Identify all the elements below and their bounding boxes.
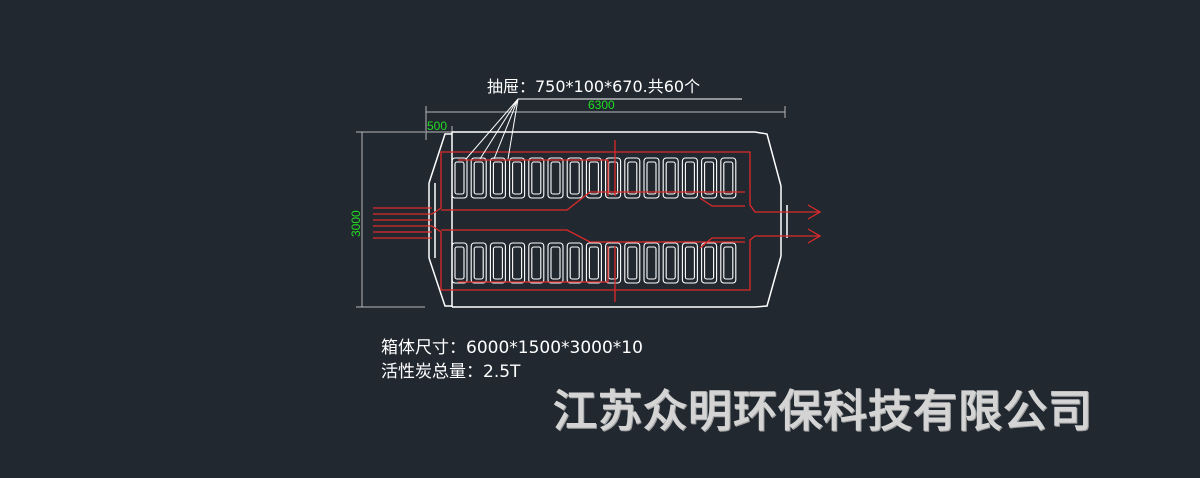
drawer-inner-bottom-6 — [550, 246, 561, 280]
drawer-bottom-13 — [681, 242, 698, 284]
drawer-top-7 — [566, 157, 583, 199]
drawer-inner-top-5 — [531, 161, 542, 195]
drawer-top-12 — [662, 157, 679, 199]
box-size-spec: 箱体尺寸：6000*1500*3000*10 — [381, 338, 643, 358]
drawer-inner-bottom-3 — [492, 246, 503, 280]
drawer-inner-top-10 — [627, 161, 638, 195]
drawer-inner-top-4 — [512, 161, 523, 195]
drawer-inner-bottom-11 — [646, 246, 657, 280]
drawer-bottom-8 — [585, 242, 602, 284]
drawer-inner-top-8 — [588, 161, 599, 195]
drawer-bottom-6 — [547, 242, 564, 284]
drawer-bottom-10 — [624, 242, 641, 284]
housing-outline — [428, 131, 788, 308]
drawer-top-13 — [681, 157, 698, 199]
inlet-length-dimension: 500 — [427, 119, 447, 133]
drawer-top-15 — [720, 157, 737, 199]
drawer-bottom-7 — [566, 242, 583, 284]
drawer-bottom-1 — [451, 242, 468, 284]
drawer-bottom-12 — [662, 242, 679, 284]
drawer-inner-top-14 — [704, 161, 715, 195]
drawer-inner-bottom-10 — [627, 246, 638, 280]
drawer-inner-top-12 — [665, 161, 676, 195]
drawer-top-3 — [489, 157, 506, 199]
drawer-bottom-3 — [489, 242, 506, 284]
drawer-inner-bottom-7 — [569, 246, 580, 280]
overall-length-dimension: 6300 — [588, 98, 615, 112]
drawer-inner-bottom-12 — [665, 246, 676, 280]
drawer-inner-bottom-2 — [473, 246, 484, 280]
drawer-inner-bottom-9 — [608, 246, 619, 280]
drawer-inner-top-9 — [608, 161, 619, 195]
drawer-bottom-5 — [528, 242, 545, 284]
drawer-top-10 — [624, 157, 641, 199]
drawer-bottom-9 — [605, 242, 622, 284]
drawer-grid — [451, 157, 737, 284]
drawer-inner-bottom-13 — [684, 246, 695, 280]
company-name: 江苏众明环保科技有限公司 — [553, 386, 1093, 437]
drawer-inner-top-3 — [492, 161, 503, 195]
callout-leaders — [465, 98, 742, 160]
drawer-inner-bottom-1 — [454, 246, 465, 280]
drawer-bottom-2 — [470, 242, 487, 284]
drawer-callout-label: 抽屉：750*100*670.共60个 — [487, 77, 700, 96]
carbon-total-spec: 活性炭总量：2.5T — [381, 362, 521, 382]
drawer-top-5 — [528, 157, 545, 199]
drawer-top-6 — [547, 157, 564, 199]
drawer-inner-top-11 — [646, 161, 657, 195]
drawer-inner-bottom-5 — [531, 246, 542, 280]
drawer-inner-bottom-4 — [512, 246, 523, 280]
drawer-bottom-15 — [720, 242, 737, 284]
drawer-inner-top-13 — [684, 161, 695, 195]
drawer-bottom-4 — [509, 242, 526, 284]
drawer-top-1 — [451, 157, 468, 199]
drawer-top-11 — [643, 157, 660, 199]
drawer-top-4 — [509, 157, 526, 199]
drawer-top-9 — [605, 157, 622, 199]
drawer-inner-top-1 — [454, 161, 465, 195]
drawer-top-2 — [470, 157, 487, 199]
height-dimension: 3000 — [349, 210, 363, 237]
drawer-inner-bottom-14 — [704, 246, 715, 280]
drawer-inner-top-7 — [569, 161, 580, 195]
dimension-lines — [356, 106, 786, 308]
drawer-inner-top-6 — [550, 161, 561, 195]
airflow-lines — [373, 140, 822, 302]
drawer-inner-bottom-15 — [723, 246, 734, 280]
drawer-inner-top-2 — [473, 161, 484, 195]
drawer-inner-top-15 — [723, 161, 734, 195]
drawer-top-8 — [585, 157, 602, 199]
drawer-inner-bottom-8 — [588, 246, 599, 280]
drawer-bottom-14 — [701, 242, 718, 284]
drawer-bottom-11 — [643, 242, 660, 284]
drawer-top-14 — [701, 157, 718, 199]
